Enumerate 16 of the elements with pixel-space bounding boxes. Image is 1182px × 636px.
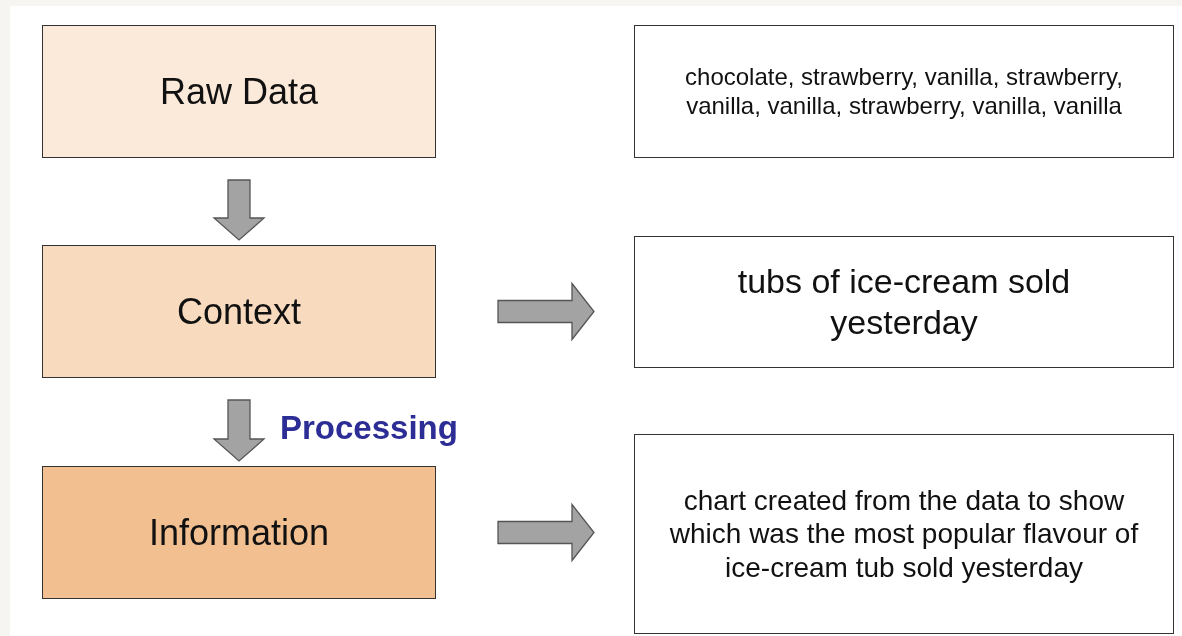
process-box: [42, 466, 436, 599]
node-text: chart created from the data to show which was the most popular flavour of ice-cream tub sold yesterday: [668, 483, 1140, 585]
block-arrow: [212, 399, 266, 462]
process-box: [42, 25, 436, 158]
node-text: Context: [176, 289, 302, 334]
node-text: chocolate, strawberry, vanilla, strawberry, vanilla, vanilla, strawberry, vanilla, vanilla: [684, 62, 1124, 121]
block-arrow: [497, 281, 595, 342]
process-box: [42, 245, 436, 378]
example-box: [634, 236, 1174, 368]
example-box: [634, 434, 1174, 634]
node-text: tubs of ice-cream sold yesterday: [736, 261, 1072, 343]
example-box: [634, 25, 1174, 158]
block-arrow: [497, 502, 595, 563]
node-text: Information: [148, 510, 330, 555]
block-arrow: [212, 179, 266, 241]
node-text: Raw Data: [159, 69, 319, 114]
